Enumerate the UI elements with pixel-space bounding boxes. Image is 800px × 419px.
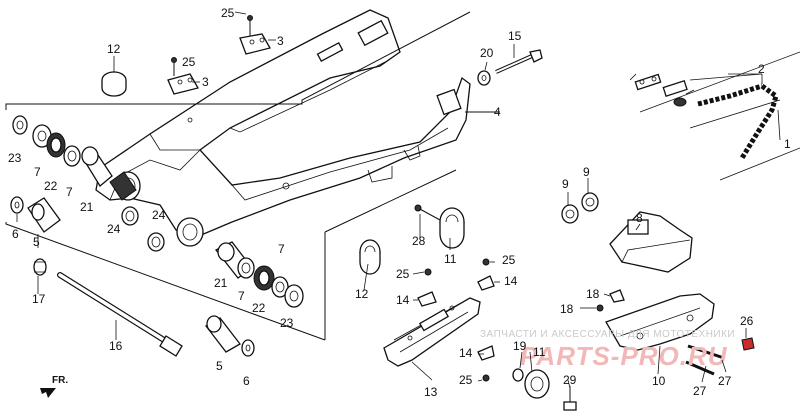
callout-21: 21	[214, 276, 228, 290]
callout-17: 17	[32, 292, 46, 306]
callout-12: 12	[355, 287, 369, 301]
callout-23: 23	[280, 316, 294, 330]
callout-25: 25	[459, 373, 473, 387]
callout-12: 12	[107, 42, 121, 56]
callout-25: 25	[182, 55, 196, 69]
callout-24: 24	[107, 222, 121, 236]
callout-23: 23	[8, 151, 22, 165]
chain-guide	[561, 192, 755, 376]
assembly-leader-lines	[5, 11, 500, 341]
callout-25: 25	[502, 253, 516, 267]
watermark: ЗАПЧАСТИ И АКСЕССУАРЫ ДЛЯ МОТОТЕХНИКИ PA…	[480, 329, 735, 371]
callout-7: 7	[34, 165, 41, 179]
callout-labels: 25 3 12 25 3 20 15 4 1 2 23 7 22 7 21 24…	[8, 6, 791, 399]
callout-11: 11	[444, 252, 457, 266]
callout-14: 14	[459, 346, 473, 360]
callout-leaders	[16, 11, 781, 389]
callout-14: 14	[504, 274, 518, 288]
callout-11: 11	[533, 345, 546, 359]
callout-9: 9	[562, 177, 569, 191]
front-direction-label: FR.	[52, 375, 68, 386]
callout-25: 25	[396, 267, 410, 281]
callout-6: 6	[243, 374, 250, 388]
callout-21: 21	[80, 200, 94, 214]
watermark-text: ЗАПЧАСТИ И АКСЕССУАРЫ ДЛЯ МОТОТЕХНИКИ	[480, 329, 735, 340]
callout-28: 28	[412, 234, 426, 248]
callout-14: 14	[396, 293, 410, 307]
callout-8: 8	[636, 211, 643, 225]
callout-15: 15	[508, 29, 522, 43]
callout-20: 20	[480, 46, 494, 60]
callout-22: 22	[252, 301, 266, 315]
chain-slider	[383, 297, 481, 367]
callout-7: 7	[278, 242, 285, 256]
callout-18: 18	[560, 302, 574, 316]
callout-19: 19	[513, 339, 527, 353]
callout-29: 29	[563, 373, 577, 387]
callout-3: 3	[277, 34, 284, 48]
pivot-bolt	[57, 272, 183, 357]
callout-10: 10	[652, 374, 666, 388]
callout-4: 4	[494, 105, 501, 119]
callout-24: 24	[152, 208, 166, 222]
callout-2: 2	[758, 62, 765, 76]
pivot-hardware-left	[10, 115, 165, 276]
callout-26: 26	[740, 314, 754, 328]
pivot-hardware-right	[205, 241, 304, 357]
drive-chain	[629, 51, 800, 181]
callout-5: 5	[33, 235, 40, 249]
callout-16: 16	[109, 339, 123, 353]
callout-6: 6	[12, 227, 19, 241]
lower-roller	[512, 368, 577, 411]
callout-22: 22	[44, 179, 58, 193]
adjusting-bolt-and-washer	[477, 49, 543, 86]
chain-guide-brackets	[101, 15, 271, 97]
callout-25: 25	[221, 6, 235, 20]
callout-7: 7	[238, 289, 245, 303]
callout-7: 7	[66, 185, 73, 199]
front-direction-indicator: FR.	[10, 375, 68, 410]
chain-rollers	[359, 204, 495, 382]
callout-13: 13	[424, 385, 438, 399]
callout-27: 27	[718, 374, 732, 388]
callout-18: 18	[586, 287, 600, 301]
callout-1: 1	[784, 137, 791, 151]
callout-9: 9	[583, 165, 590, 179]
callout-27: 27	[693, 384, 707, 398]
callout-5: 5	[216, 359, 223, 373]
callout-3: 3	[202, 75, 209, 89]
watermark-logo: PARTS-PRO.RU	[520, 341, 728, 371]
